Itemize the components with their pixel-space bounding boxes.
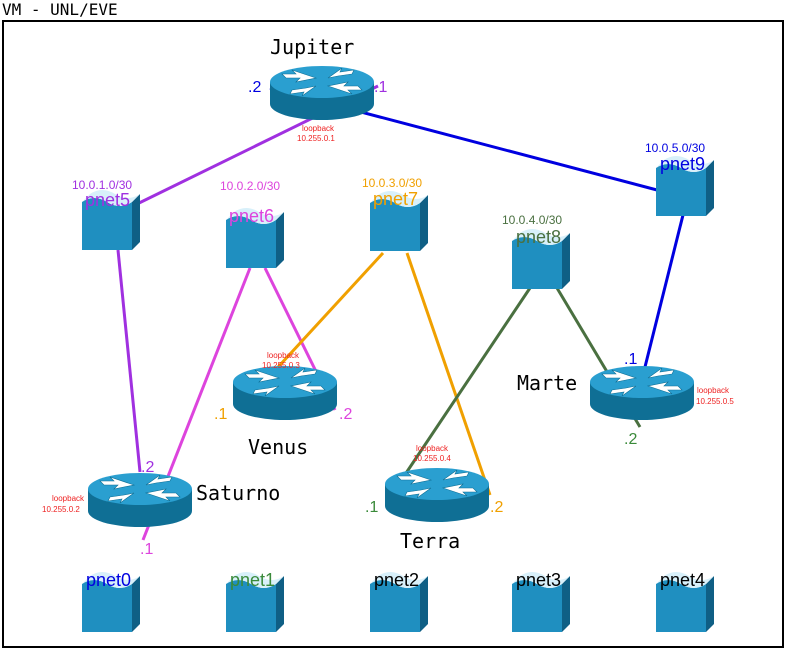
subnet-pnet5: 10.0.1.0/30 [72,178,132,192]
loopback-ip-terra: 10.255.0.4 [413,454,451,463]
router-jupiter[interactable] [269,65,375,121]
network-name-pnet4: pnet4 [660,570,705,590]
loopback-label-jupiter: loopback [302,124,335,133]
router-venus[interactable] [232,365,338,421]
network-name-pnet1: pnet1 [230,570,275,590]
network-name-pnet8: pnet8 [516,227,561,247]
loopback-label-marte: loopback [697,386,730,395]
link-pnet9-marte [643,214,685,368]
iface-saturno-purple: .2 [141,459,154,476]
network-name-pnet3: pnet3 [516,570,561,590]
network-name-pnet2: pnet2 [374,570,419,590]
network-name-pnet6: pnet6 [229,206,274,226]
link-pnet8-terra [386,287,532,501]
subnet-pnet8: 10.0.4.0/30 [502,213,562,227]
subnet-pnet9: 10.0.5.0/30 [645,141,705,155]
iface-jupiter-blue: .2 [248,79,261,96]
iface-terra-orange: .2 [490,499,503,516]
router-name-saturno: Saturno [196,481,280,505]
iface-saturno-magenta: .1 [140,541,153,558]
loopback-ip-marte: 10.255.0.5 [696,397,734,406]
loopback-ip-saturno: 10.255.0.2 [42,505,80,514]
loopback-ip-jupiter: 10.255.0.1 [297,134,335,143]
loopback-ip-venus: 10.255.0.3 [262,361,300,370]
router-saturno[interactable] [87,472,193,528]
router-name-marte: Marte [517,371,577,395]
link-pnet5-saturno [116,249,142,473]
subnet-pnet7: 10.0.3.0/30 [362,176,422,190]
network-name-pnet5: pnet5 [85,190,130,210]
link-pnet7-terra [405,252,492,496]
router-name-terra: Terra [400,529,460,553]
network-name-pnet7: pnet7 [373,189,418,209]
loopback-label-terra: loopback [416,444,449,453]
subnet-pnet6: 10.0.2.0/30 [220,179,280,193]
iface-marte-green: .2 [624,431,637,448]
router-name-jupiter: Jupiter [270,35,354,59]
network-name-pnet9: pnet9 [660,154,705,174]
iface-marte-blue: .1 [624,351,637,368]
router-terra[interactable] [384,467,490,523]
network-name-pnet0: pnet0 [86,570,131,590]
iface-jupiter-purple: .1 [374,79,387,96]
loopback-label-saturno: loopback [52,494,85,503]
iface-terra-green: .1 [365,499,378,516]
window-title: VM - UNL/EVE [2,0,118,19]
topology-frame [2,20,784,648]
loopback-label-venus: loopback [267,351,300,360]
router-marte[interactable] [589,365,695,421]
router-name-venus: Venus [248,435,308,459]
iface-venus-orange: .1 [214,406,227,423]
iface-venus-magenta: .2 [339,406,352,423]
